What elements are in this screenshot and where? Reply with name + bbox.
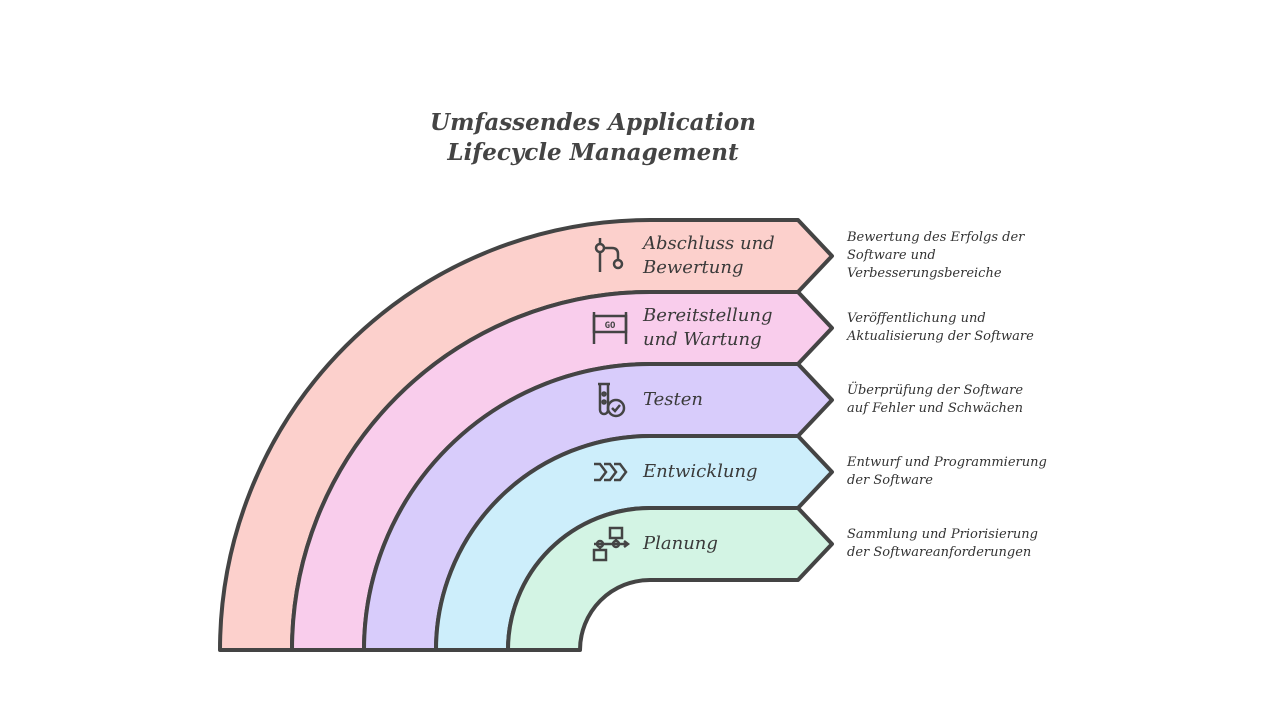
svg-text:GO: GO (605, 321, 616, 331)
chevrons-forward-icon (590, 452, 630, 492)
test-tube-check-icon (590, 380, 630, 420)
stage-label: Testen (643, 389, 703, 410)
stage-description: Bewertung des Erfolgs der Software und V… (847, 230, 1025, 281)
branch-merge-icon (590, 236, 630, 276)
stage-label: Planung (643, 533, 718, 554)
flowchart-icon (590, 524, 631, 564)
stage-label: Abschluss und Bewertung (643, 233, 775, 278)
go-sign-icon: GO (590, 308, 630, 348)
stage-description: Überprüfung der Software auf Fehler und … (847, 383, 1024, 416)
diagram-title: Umfassendes Application Lifecycle Manage… (430, 109, 756, 166)
stage-label: Entwicklung (643, 461, 758, 482)
stage-label: Bereitstellung und Wartung (643, 305, 773, 350)
stage-description: Veröffentlichung und Aktualisierung der … (847, 311, 1034, 344)
stage-description: Sammlung und Priorisierung der Softwarea… (847, 527, 1038, 560)
stage-band (506, 506, 834, 652)
stage-description: Entwurf und Programmierung der Software (847, 455, 1047, 488)
